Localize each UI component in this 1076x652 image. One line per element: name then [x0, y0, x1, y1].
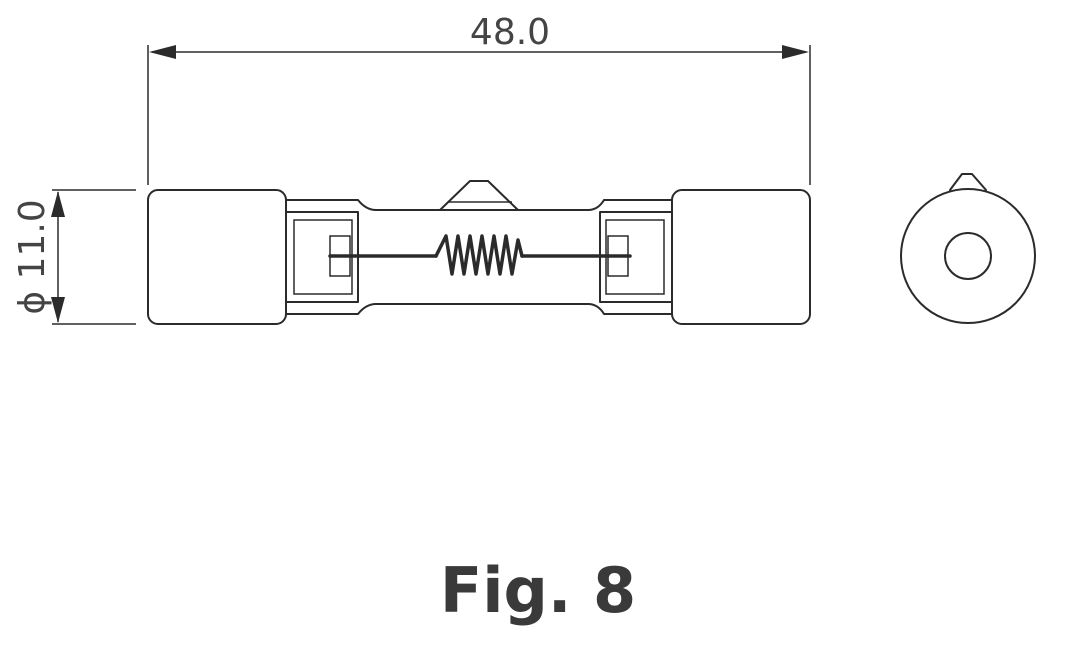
length-label: 48.0: [470, 12, 550, 53]
diameter-arrow-up-icon: [51, 191, 65, 217]
diameter-label: ϕ 11.0: [12, 199, 53, 314]
diameter-dimension: ϕ 11.0: [12, 189, 136, 325]
coil-spring: [434, 234, 524, 276]
length-arrow-left-icon: [149, 45, 176, 59]
fuse-end-view: [900, 173, 1036, 324]
end-view-bump: [949, 173, 987, 191]
figure-caption: Fig. 8: [440, 554, 636, 627]
length-arrow-right-icon: [782, 45, 809, 59]
length-dimension: 48.0: [147, 12, 811, 185]
diameter-arrow-down-icon: [51, 297, 65, 323]
end-view-outer-circle: [900, 188, 1036, 324]
fuse-side-view: [147, 180, 811, 325]
end-cap-left: [147, 189, 287, 325]
end-cap-right: [671, 189, 811, 325]
glass-tube: [285, 180, 673, 315]
fuse-element-wire: [328, 234, 632, 276]
end-view-inner-circle: [944, 232, 992, 280]
